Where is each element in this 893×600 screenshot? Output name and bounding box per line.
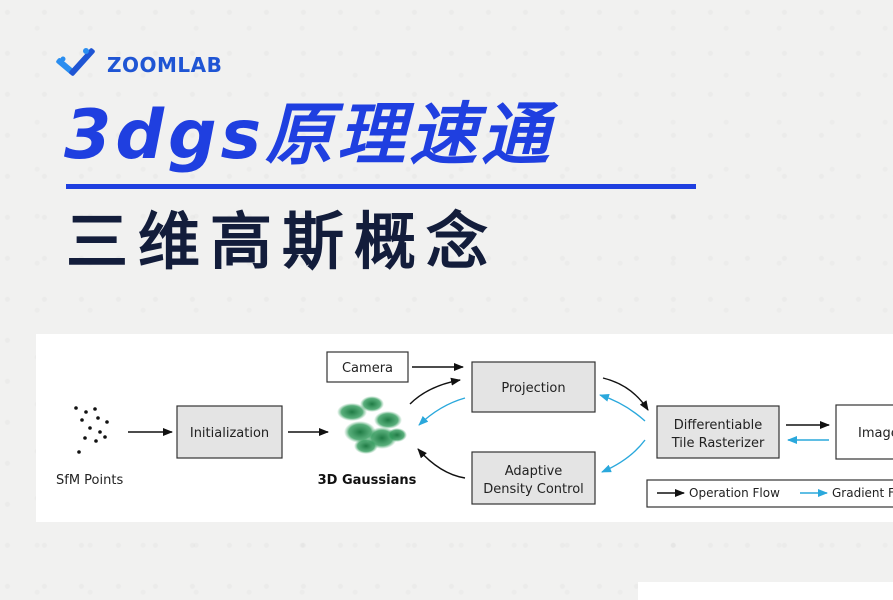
brand-logo: ZOOMLAB [55,45,222,85]
arrow-adaptive-to-gaussians [417,448,466,479]
image-box [835,404,893,460]
arrow-gaussians-to-projection [409,377,461,405]
page-subtitle: 三维高斯概念 [66,205,499,278]
brand-name: ZOOMLAB [107,53,223,77]
rasterizer-label-line1: Differentiable [674,418,762,433]
legend-box [646,479,893,508]
image-label: Image [858,426,893,441]
sfm-points-icon [74,406,109,454]
initialization-label: Initialization [190,426,269,441]
gaussians-label: 3D Gaussians [318,473,417,488]
legend-gradient-label: Gradient Fl [832,486,893,500]
projection-box [471,361,596,413]
gradient-arrow-rasterizer-to-projection [599,393,646,422]
initialization-box [176,405,283,459]
sfm-points-label: SfM Points [56,473,123,488]
rasterizer-label-line2: Tile Rasterizer [671,436,765,451]
adaptive-label-line1: Adaptive [505,464,563,479]
gaussians-blob-icon [337,396,407,454]
gradient-arrow-rasterizer-to-adaptive [601,439,646,473]
projection-label: Projection [501,381,565,396]
arrow-projection-to-rasterizer [602,377,649,411]
title-underline [66,184,696,189]
gradient-arrow-projection-to-gaussians [418,397,466,426]
camera-box [326,351,409,383]
camera-label: Camera [342,361,393,376]
zoomlab-check-logo-icon [56,48,95,76]
adaptive-density-box [471,451,596,505]
bottom-card [638,582,893,600]
adaptive-label-line2: Density Control [483,482,584,497]
rasterizer-box [656,405,780,459]
legend-operation-label: Operation Flow [689,486,780,500]
page-title: 3dgs原理速通 [64,96,554,175]
